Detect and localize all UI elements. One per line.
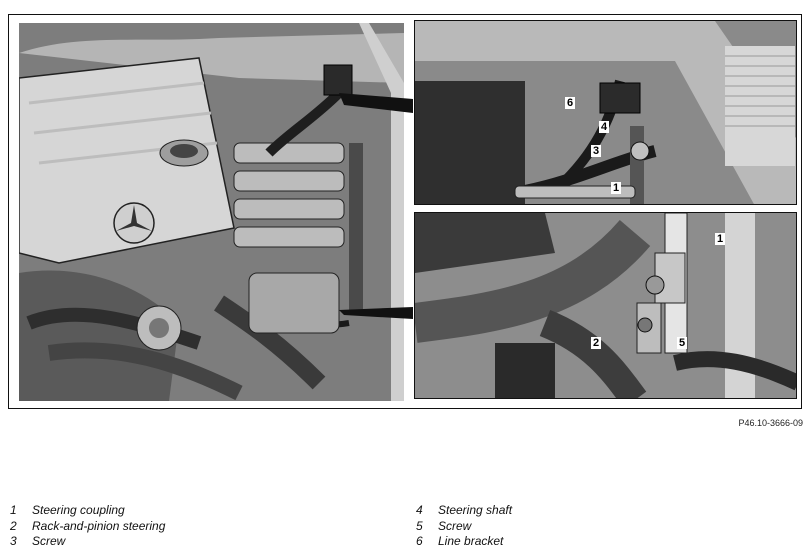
callout-4: 4 xyxy=(599,121,610,133)
illustration-frame: 6 4 3 1 1 2 5 xyxy=(8,14,802,409)
callout-1-bottom: 1 xyxy=(715,233,726,245)
engine-bay-drawing xyxy=(19,23,404,401)
callout-5: 5 xyxy=(677,337,688,349)
callout-3: 3 xyxy=(591,145,602,157)
callout-6: 6 xyxy=(565,97,576,109)
figure-reference: P46.10-3666-09 xyxy=(738,418,803,428)
pointer-lines xyxy=(339,93,413,319)
detail-view-bottom: 1 2 5 xyxy=(414,212,797,399)
callout-1-top: 1 xyxy=(611,182,622,194)
callout-2: 2 xyxy=(591,337,602,349)
detail-bottom-drawing xyxy=(415,213,796,398)
detail-top-drawing xyxy=(415,21,796,204)
engine-bay-view xyxy=(19,23,404,401)
detail-view-top: 6 4 3 1 xyxy=(414,20,797,205)
